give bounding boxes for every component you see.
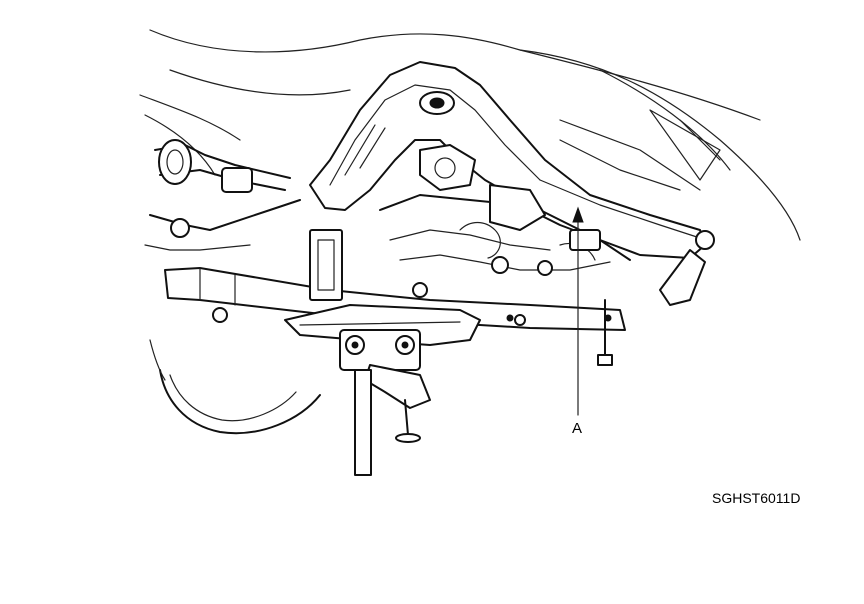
jack-stand-assembly	[284, 229, 481, 476]
fasteners	[212, 100, 526, 349]
vehicle-body-outline	[139, 29, 801, 241]
callout-label-a: A	[572, 420, 582, 437]
callout-arrow-a	[572, 206, 584, 416]
left-wheel	[149, 339, 321, 435]
figure-code: SGHST6011D	[712, 490, 800, 506]
subframe-crossmember	[309, 61, 715, 306]
steering-linkage	[144, 139, 301, 251]
